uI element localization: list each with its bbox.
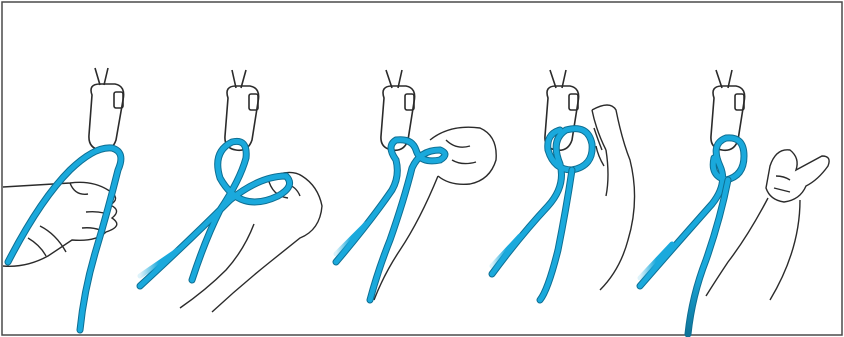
rope: [336, 140, 445, 300]
step-2-panel: [140, 70, 322, 312]
step-5-panel: [640, 70, 829, 334]
arm-icon: [180, 172, 322, 312]
carabiner-icon: [89, 68, 124, 150]
step-4-panel: [492, 70, 635, 300]
rope: [492, 129, 592, 300]
rope: [640, 138, 744, 334]
rope: [8, 148, 121, 330]
hand-icon: [592, 105, 635, 290]
hand-icon: [3, 182, 117, 266]
step-3-panel: [336, 70, 496, 300]
carabiner-icon: [225, 70, 259, 150]
step-1-panel: [3, 68, 124, 330]
